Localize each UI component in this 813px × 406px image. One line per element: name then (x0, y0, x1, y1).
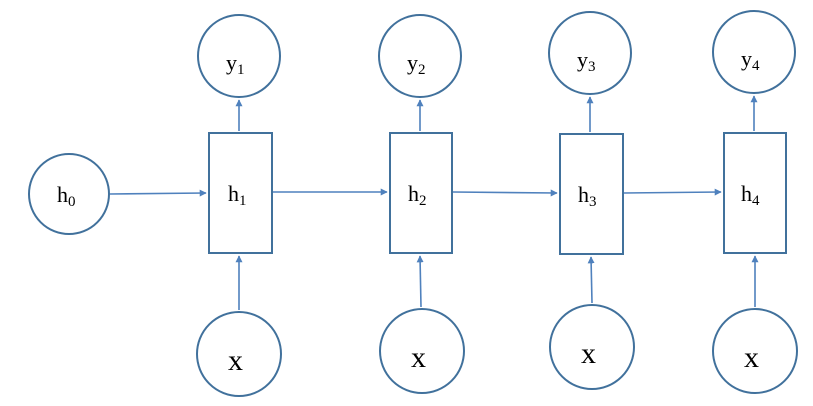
input-node-4 (712, 308, 798, 394)
input-node-1 (196, 311, 282, 397)
time-step-3: h3 y3 x (548, 11, 635, 390)
input-node-3 (549, 304, 635, 390)
time-step-1: h1 y1 x (196, 14, 282, 397)
hidden-state-label-2: h2 (408, 181, 427, 209)
output-label-3: y3 (577, 47, 596, 75)
input-label-2: x (411, 341, 426, 374)
input-label-4: x (744, 341, 759, 374)
hidden-state-box-3 (559, 133, 624, 255)
input-label-1: x (228, 344, 243, 377)
hidden-state-label-1: h1 (228, 181, 247, 209)
output-node-3 (548, 11, 632, 95)
output-node-4 (712, 10, 796, 94)
hidden-state-label-3: h3 (578, 182, 597, 210)
arrow-h3-to-h4 (623, 188, 722, 196)
hidden-state-box-4 (723, 132, 787, 254)
output-node-2 (378, 14, 462, 98)
input-node-2 (379, 308, 465, 394)
hidden-state-box-1 (208, 132, 273, 254)
output-node-1 (197, 14, 281, 98)
initial-state-node: h0 (28, 153, 110, 235)
time-step-4: h4 y4 x (712, 10, 798, 394)
output-label-2: y2 (407, 50, 426, 78)
hidden-state-box-2 (389, 132, 453, 254)
initial-state-label: h0 (57, 182, 76, 210)
initial-state-circle (28, 153, 110, 235)
arrow-h2-to-h3 (452, 189, 558, 197)
arrow-h0-to-h1 (109, 189, 207, 197)
input-label-3: x (581, 337, 596, 370)
arrow-x-to-h2 (416, 255, 424, 308)
hidden-state-label-4: h4 (741, 181, 760, 209)
output-label-1: y1 (226, 50, 245, 78)
output-label-4: y4 (741, 46, 760, 74)
arrow-x-to-h3 (587, 256, 595, 304)
time-step-2: h2 y2 x (378, 14, 465, 394)
